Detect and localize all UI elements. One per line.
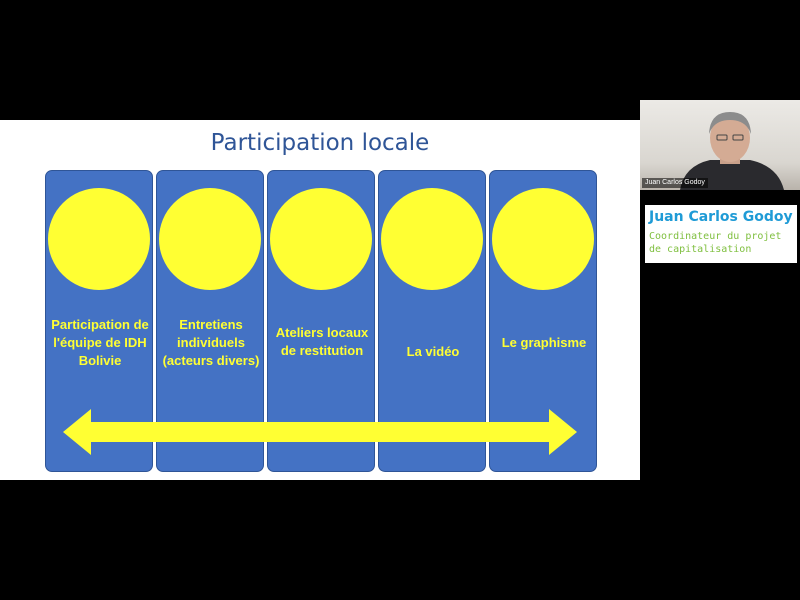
speaker-name-card: Juan Carlos Godoy Coordinateur du projet… bbox=[645, 205, 797, 263]
column-entretiens: Entretiens individuels (acteurs divers) bbox=[156, 170, 264, 472]
column-label: La vidéo bbox=[406, 344, 460, 359]
speaker-name: Juan Carlos Godoy bbox=[649, 209, 793, 225]
column-label: Ateliers locaux de restitution bbox=[275, 325, 369, 358]
column-video: La vidéo bbox=[378, 170, 486, 472]
column-participation: Participation de l'équipe de IDH Bolivie bbox=[45, 170, 153, 472]
presentation-slide: Participation locale Participation de l'… bbox=[0, 120, 640, 480]
circle-icon bbox=[270, 188, 372, 290]
column-label: Entretiens individuels (acteurs divers) bbox=[162, 317, 260, 368]
person-icon bbox=[680, 112, 784, 190]
slide-title: Participation locale bbox=[210, 130, 430, 156]
column-graphisme: Le graphisme bbox=[489, 170, 597, 472]
column-ateliers: Ateliers locaux de restitution bbox=[267, 170, 375, 472]
double-headed-arrow-icon bbox=[63, 409, 577, 455]
circle-icon bbox=[48, 188, 150, 290]
column-label: Participation de l'équipe de IDH Bolivie bbox=[51, 317, 149, 368]
circle-icon bbox=[381, 188, 483, 290]
column-label: Le graphisme bbox=[501, 335, 587, 350]
webcam-name-label: Juan Carlos Godoy bbox=[642, 178, 708, 188]
circle-icon bbox=[159, 188, 261, 290]
circle-icon bbox=[492, 188, 594, 290]
speaker-role: Coordinateur du projet de capitalisation bbox=[649, 231, 782, 255]
speaker-webcam: Juan Carlos Godoy bbox=[640, 100, 800, 190]
